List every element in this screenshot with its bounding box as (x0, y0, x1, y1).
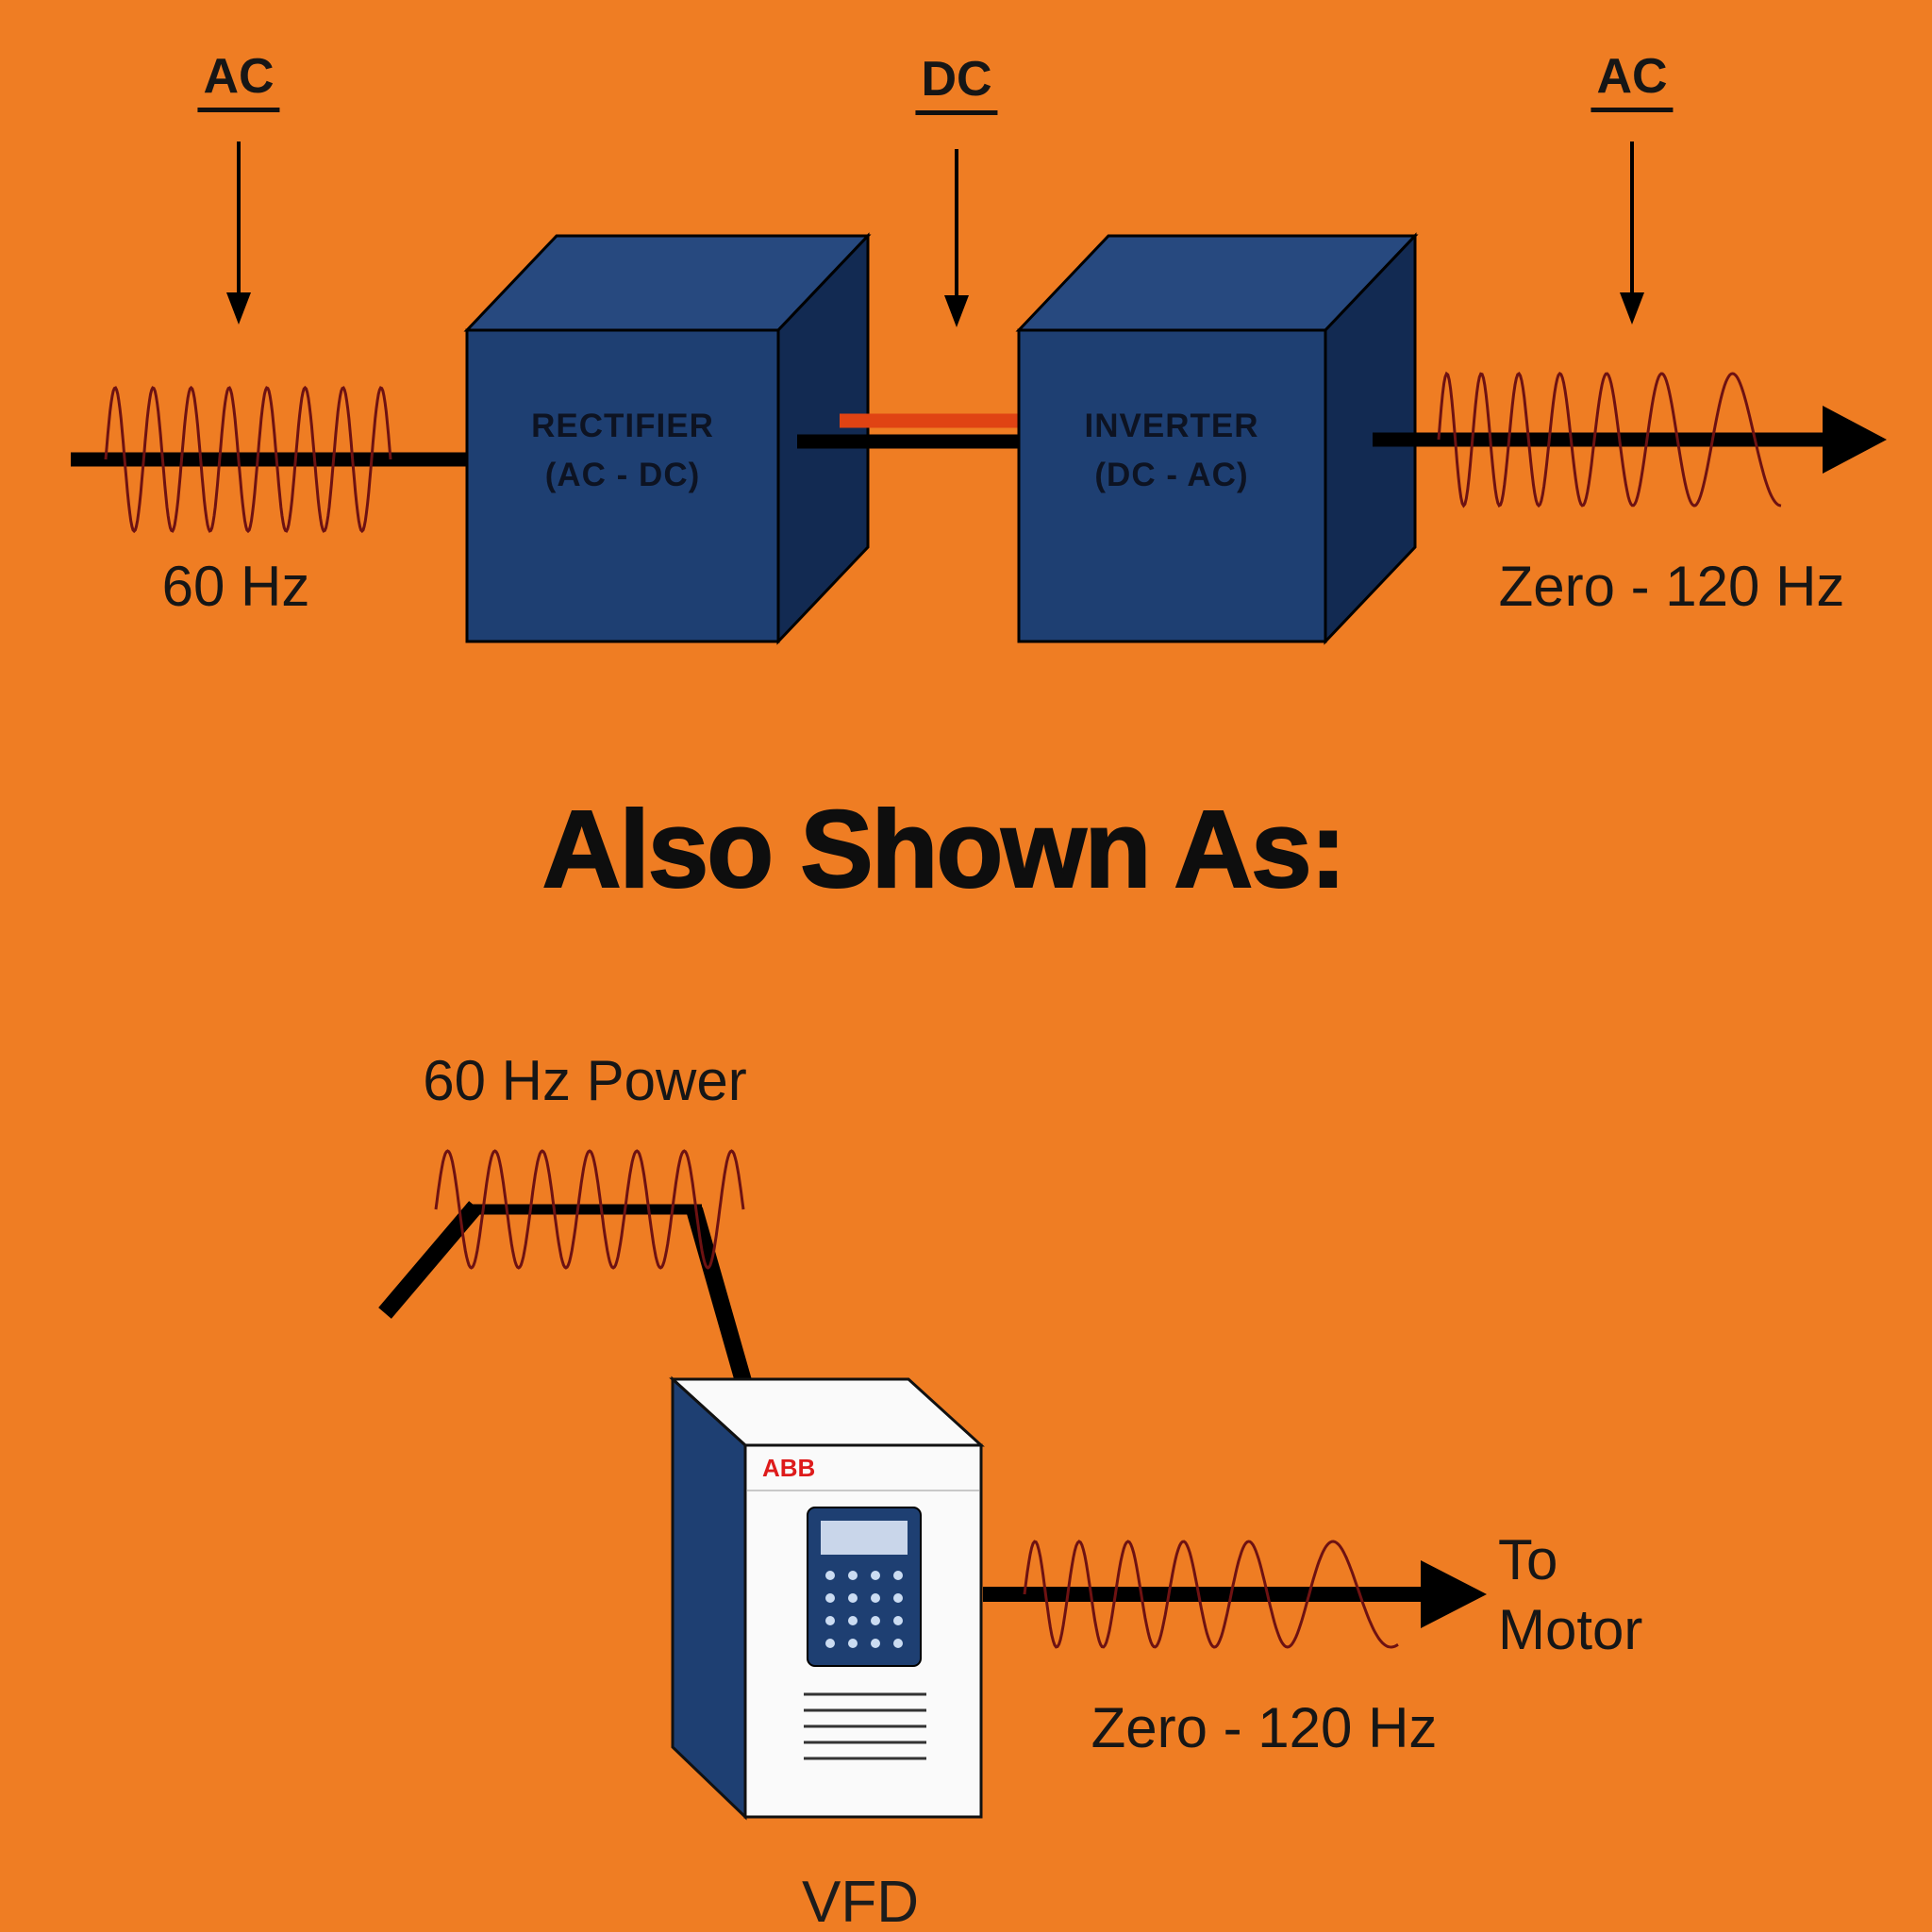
dc-label: DC (915, 52, 998, 116)
vfd-brand-label: ABB (762, 1454, 816, 1482)
vfd-device (669, 1375, 985, 1821)
rectifier-subtitle: (AC - DC) (544, 457, 701, 493)
output-arrowhead-icon (1823, 406, 1887, 474)
section-heading: Also Shown As: (541, 787, 1348, 911)
input-sine-wave-icon (104, 385, 392, 534)
inverter-block (1015, 232, 1419, 645)
power-sine-wave-icon (434, 1149, 745, 1270)
inverter-title: INVERTER (1084, 408, 1259, 444)
inverter-front-face (1017, 328, 1327, 643)
vfd-keypad-screen (821, 1521, 908, 1555)
ac-output-down-arrow-icon (1620, 142, 1644, 325)
rectifier-front-face (465, 328, 780, 643)
motor-output-frequency-label: Zero - 120 Hz (1091, 1696, 1438, 1759)
vfd-keypad-buttons (825, 1571, 903, 1648)
dc-down-arrow-icon (944, 149, 969, 327)
output-frequency-label: Zero - 120 Hz (1498, 555, 1845, 618)
to-motor-label-line2: Motor (1498, 1598, 1643, 1661)
rectifier-block (463, 232, 872, 645)
rectifier-title: RECTIFIER (531, 408, 714, 444)
inverter-subtitle: (DC - AC) (1094, 457, 1249, 493)
vfd-vent-grille (804, 1692, 926, 1760)
input-frequency-label: 60 Hz (161, 555, 310, 618)
ac-input-label: AC (197, 49, 280, 113)
ac-output-label: AC (1591, 49, 1674, 113)
power-feed-line-right (686, 1207, 759, 1410)
vfd-device-label: VFD (802, 1870, 919, 1932)
output-sine-wave-icon (1437, 371, 1782, 508)
vfd-side-face (671, 1375, 747, 1821)
motor-output-arrowhead-icon (1421, 1560, 1487, 1628)
to-motor-label-line1: To (1498, 1528, 1558, 1591)
ac-input-down-arrow-icon (226, 142, 251, 325)
power-input-label: 60 Hz Power (423, 1049, 747, 1112)
motor-output-sine-wave-icon (1023, 1540, 1399, 1649)
